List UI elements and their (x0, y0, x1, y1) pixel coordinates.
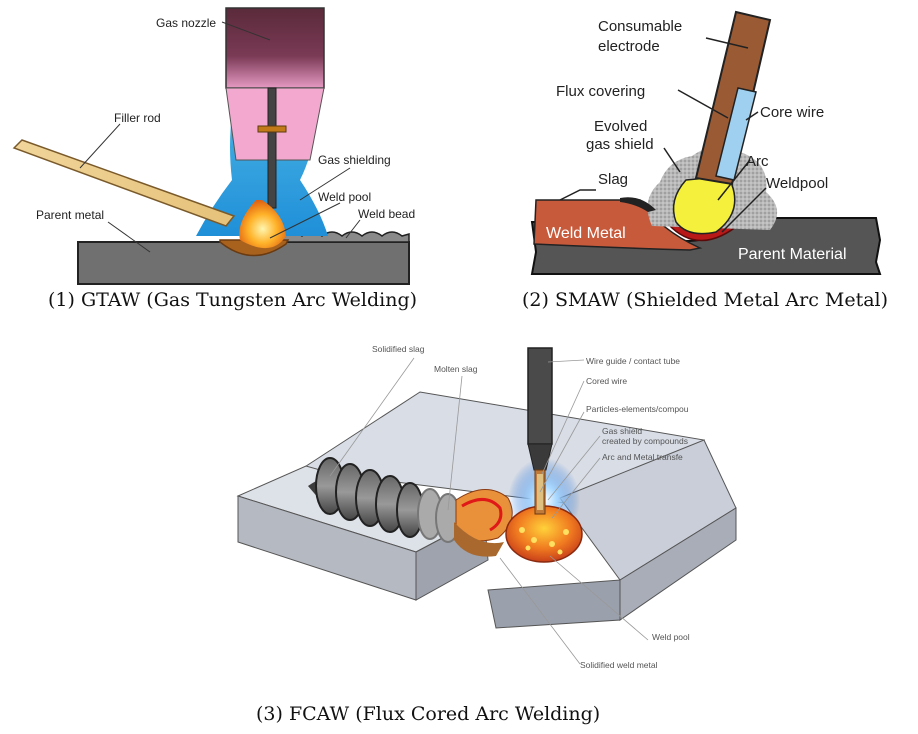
label-weldpool: Weldpool (766, 175, 828, 192)
label-weld-metal: Weld Metal (546, 225, 626, 242)
label-wire-guide: Wire guide / contact tube (586, 356, 680, 366)
label-gas-shield: gas shield (586, 136, 654, 153)
label-molten-slag: Molten slag (434, 364, 478, 374)
gtaw-diagram: Gas nozzle Filler rod Gas shielding Pare… (12, 7, 417, 311)
caption-smaw: (2) SMAW (Shielded Metal Arc Metal) (522, 289, 888, 311)
label-cored-wire: Cored wire (586, 376, 627, 386)
label-weld-pool: Weld pool (318, 190, 371, 204)
label-weld-pool-fcaw: Weld pool (652, 632, 690, 642)
fcaw-solidified-slag (308, 457, 461, 543)
label-arc-metal-transfer: Arc and Metal transfe (602, 452, 683, 462)
fcaw-wire-guide (527, 347, 553, 445)
label-gas-shielding: Gas shielding (318, 153, 391, 167)
caption-gtaw: (1) GTAW (Gas Tungsten Arc Welding) (48, 289, 417, 311)
gtaw-filler-rod (12, 139, 236, 227)
label-weld-bead: Weld bead (358, 207, 415, 221)
fcaw-diagram: Solidified slag Molten slag Wire guide /… (236, 344, 737, 725)
label-gas-nozzle: Gas nozzle (156, 16, 216, 30)
smaw-slag (620, 197, 656, 212)
label-parent-material: Parent Material (738, 246, 847, 263)
label-evolved: Evolved (594, 118, 647, 135)
smaw-electrode (694, 10, 772, 186)
label-gas-shield-line2: created by compounds (602, 436, 688, 446)
label-parent-metal: Parent metal (36, 208, 104, 222)
gtaw-gas-nozzle (225, 7, 325, 89)
label-particles: Particles-elements/compou (586, 404, 689, 414)
label-filler-rod: Filler rod (114, 111, 161, 125)
label-solidified-weld-metal: Solidified weld metal (580, 660, 658, 670)
smaw-arc (672, 175, 736, 235)
label-flux-covering: Flux covering (556, 83, 645, 100)
label-arc: Arc (746, 153, 769, 170)
caption-fcaw: (3) FCAW (Flux Cored Arc Welding) (256, 703, 600, 725)
label-electrode: electrode (598, 38, 660, 55)
label-core-wire: Core wire (760, 104, 824, 121)
label-consumable: Consumable (598, 18, 682, 35)
label-slag: Slag (598, 171, 628, 188)
label-gas-shield-line1: Gas shield (602, 426, 642, 436)
label-solidified-slag: Solidified slag (372, 344, 425, 354)
smaw-diagram: Consumable electrode Flux covering Core … (522, 10, 888, 311)
